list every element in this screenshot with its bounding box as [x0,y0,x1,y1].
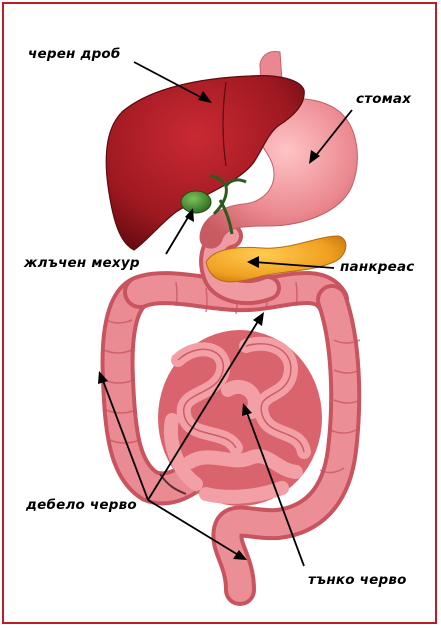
pointer-gallbladder [166,214,190,254]
label-pancreas: панкреас [340,259,414,275]
arrowhead-large-intestine-a [253,312,264,326]
label-stomach: стомах [356,91,411,107]
gallbladder-shape [181,191,211,213]
label-small-intestine: тънко черво [308,572,407,588]
label-gallbladder: жлъчен мехур [24,255,140,271]
small-intestine-shape [158,330,322,506]
label-liver: черен дроб [28,46,121,62]
label-large-intestine: дебело черво [26,497,137,513]
